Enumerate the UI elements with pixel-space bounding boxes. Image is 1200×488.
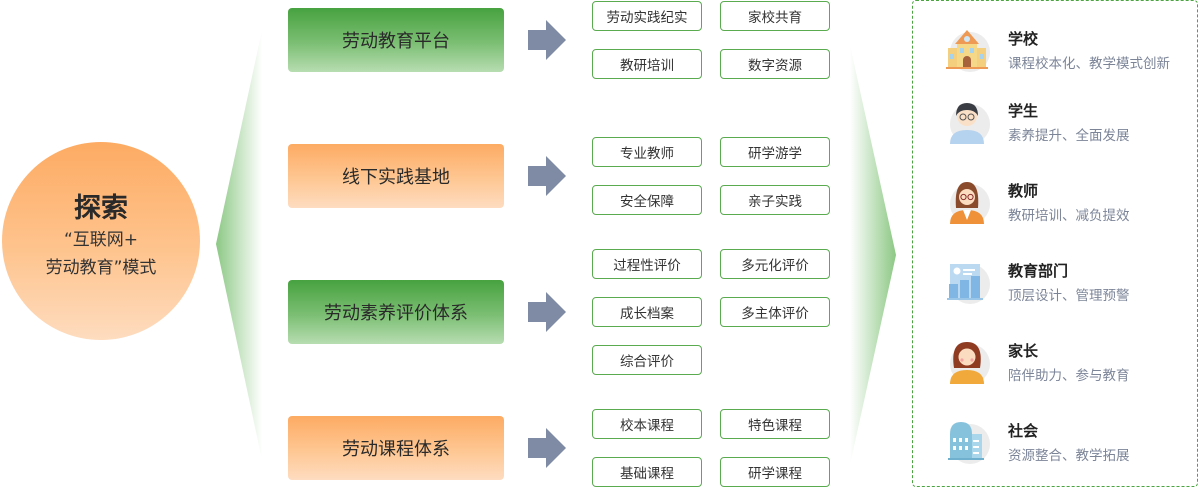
tag-item: 研学课程 [720,457,830,487]
tag-item: 校本课程 [592,409,702,439]
beneficiary-description: 陪伴助力、参与教育 [1008,368,1130,384]
teacher-avatar-icon [950,182,990,224]
tag-item: 数字资源 [720,49,830,79]
tag-item: 亲子实践 [720,185,830,215]
category-course-system: 劳动课程体系 [288,416,504,480]
tag-item: 过程性评价 [592,249,702,279]
beneficiary-parent: 家长 陪伴助力、参与教育 [944,338,1194,394]
beneficiary-name: 教师 [1008,182,1039,200]
school-building-icon [946,30,990,72]
center-concept-circle: 探索 “互联网+ 劳动教育”模式 [2,142,200,340]
tag-item: 教研培训 [592,49,702,79]
beneficiaries-panel [912,0,1198,487]
right-arrow-icon [528,292,566,332]
student-avatar-icon [950,103,990,144]
beneficiary-teacher: 教师 教研培训、减负提效 [944,178,1194,234]
tag-item: 基础课程 [592,457,702,487]
beneficiary-description: 素养提升、全面发展 [1008,128,1130,144]
tag-item: 安全保障 [592,185,702,215]
center-subtitle-line2: 劳动教育”模式 [45,258,157,278]
right-arrow-icon [528,156,566,196]
category-labor-education-platform: 劳动教育平台 [288,8,504,72]
tag-item: 专业教师 [592,137,702,167]
beneficiary-description: 教研培训、减负提效 [1008,208,1130,224]
category-label: 劳动素养评价体系 [324,303,468,324]
category-label: 劳动教育平台 [342,31,450,52]
center-title: 探索 [74,193,128,224]
category-label: 线下实践基地 [342,167,450,188]
tag-item: 特色课程 [720,409,830,439]
beneficiary-description: 顶层设计、管理预警 [1008,288,1130,304]
tag-item: 家校共育 [720,1,830,31]
beneficiary-name: 教育部门 [1008,262,1069,280]
beneficiary-name: 社会 [1008,422,1039,440]
beneficiary-description: 课程校本化、教学模式创新 [1008,56,1170,72]
right-connector-wedge [850,45,896,465]
beneficiary-student: 学生 素养提升、全面发展 [944,98,1194,154]
beneficiary-name: 家长 [1008,342,1039,360]
category-label: 劳动课程体系 [342,439,450,460]
category-offline-practice-base: 线下实践基地 [288,144,504,208]
beneficiary-society: 社会 资源整合、教学拓展 [944,418,1194,474]
category-evaluation-system: 劳动素养评价体系 [288,280,504,344]
right-arrow-icon [528,20,566,60]
tag-item: 成长档案 [592,297,702,327]
beneficiary-school: 学校 课程校本化、教学模式创新 [944,26,1194,82]
tag-item: 劳动实践纪实 [592,1,702,31]
left-connector-wedge [216,30,262,460]
right-arrow-icon [528,428,566,468]
society-building-icon [948,422,990,464]
beneficiary-education-department: 教育部门 顶层设计、管理预警 [944,258,1194,314]
beneficiary-description: 资源整合、教学拓展 [1008,448,1130,464]
beneficiary-name: 学校 [1008,30,1039,48]
tag-item: 多主体评价 [720,297,830,327]
education-department-icon [947,264,990,304]
tag-item: 综合评价 [592,345,702,375]
tag-item: 多元化评价 [720,249,830,279]
center-subtitle-line1: “互联网+ [63,230,139,250]
beneficiary-name: 学生 [1008,102,1039,120]
parent-avatar-icon [950,342,990,384]
tag-item: 研学游学 [720,137,830,167]
